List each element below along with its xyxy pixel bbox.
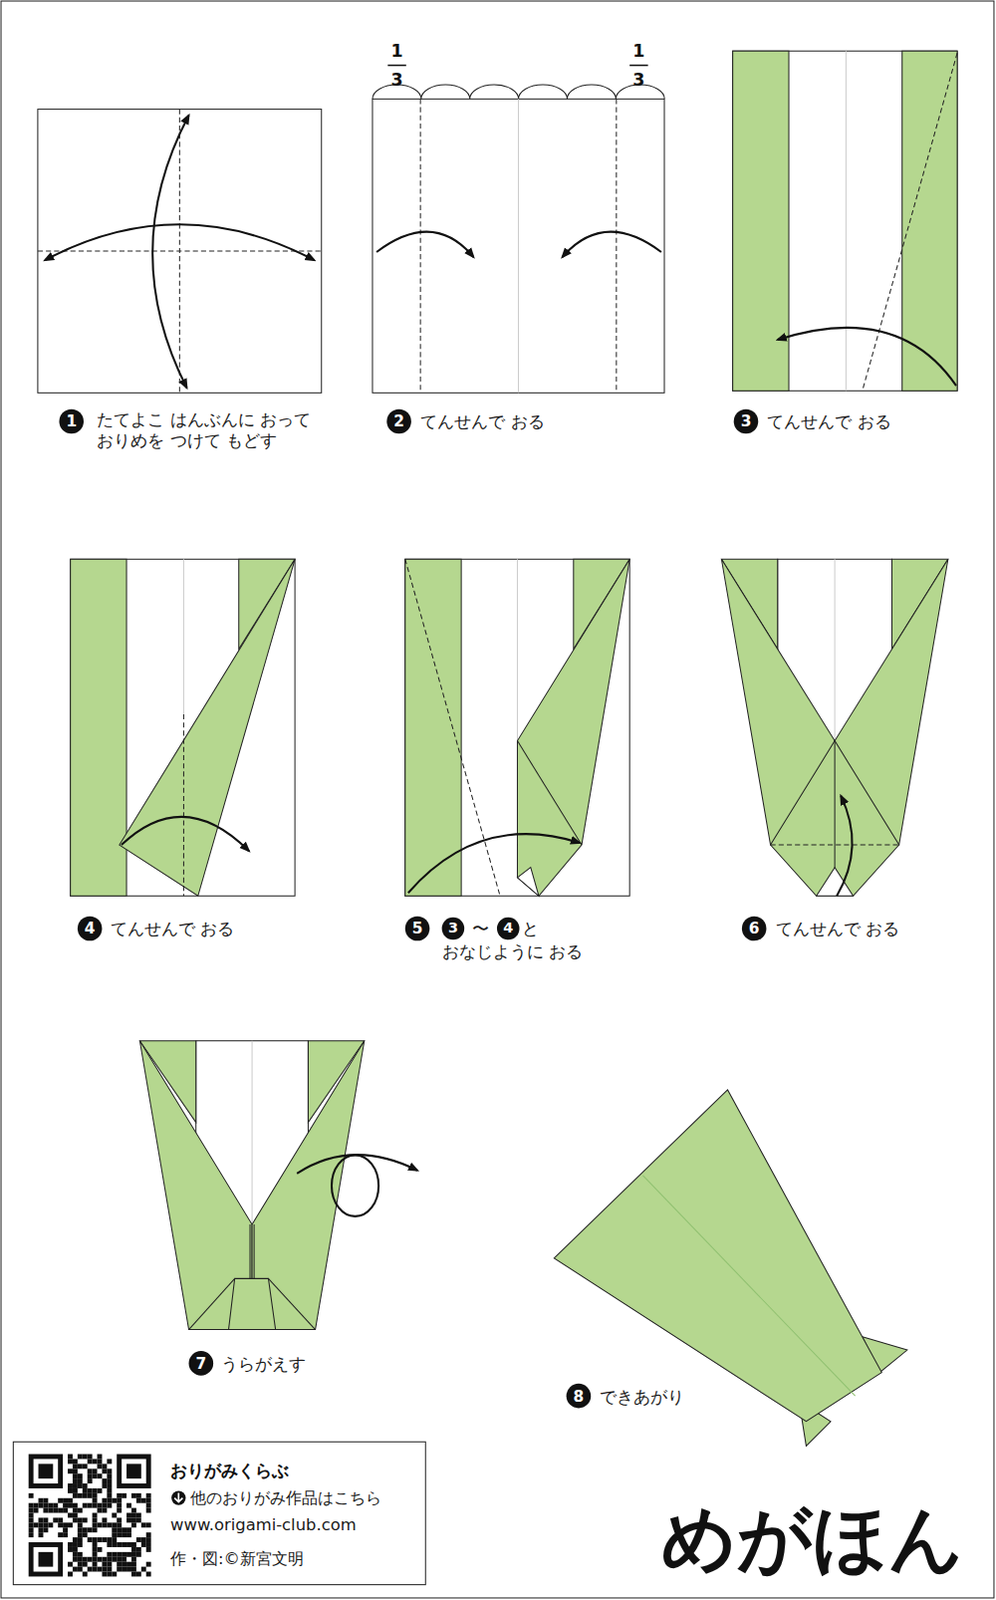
qr-code [28,1454,152,1577]
fraction-numerator: 1 [391,40,404,62]
step-instruction: おなじように おる [442,940,584,962]
step-number: 8 [573,1386,585,1405]
fraction-denominator: 3 [632,68,645,90]
step1-figure [37,109,322,394]
step5-figure [405,558,630,896]
step-number: 7 [196,1354,208,1373]
step8-figure [553,1089,908,1446]
step2-figure [372,65,665,394]
credit: 作・図:©新宮文明 [170,1548,304,1569]
step3-figure [733,50,958,391]
step-instruction: と [521,918,539,940]
step-range-mark: 〜 [472,918,490,940]
site-name: おりがみくらぶ [170,1460,289,1482]
step-number: 4 [84,919,96,938]
step-number: 6 [748,919,760,938]
step-number-circles [58,409,766,1409]
site-link-note: 他のおりがみ作品はこちら [190,1488,382,1508]
step-number: 5 [412,919,424,938]
step-instruction: できあがり [599,1385,685,1407]
title: めがほん [661,1494,965,1584]
step-instruction: うらがえす [221,1352,306,1374]
step-reference: 3 [448,920,459,938]
fraction-denominator: 3 [391,68,404,90]
step7-figure [139,1040,418,1330]
step-instruction: てんせんで おる [775,918,901,940]
step-number: 2 [393,412,405,431]
footer-box [12,1441,426,1584]
step-reference: 4 [502,920,513,938]
fraction-numerator: 1 [632,40,645,62]
step4-figure [70,558,295,896]
step-instruction: てんせんで おる [420,411,545,433]
step-number: 3 [741,412,752,431]
site-url: www.origami-club.com [170,1514,357,1535]
step-number: 1 [65,412,77,431]
step-instruction: てんせんで おる [110,918,236,940]
step-instruction: てんせんで おる [766,411,892,433]
step6-figure [721,558,948,896]
step-instruction: たてよこ はんぶんに おって おりめを つけて もどす [96,409,349,452]
